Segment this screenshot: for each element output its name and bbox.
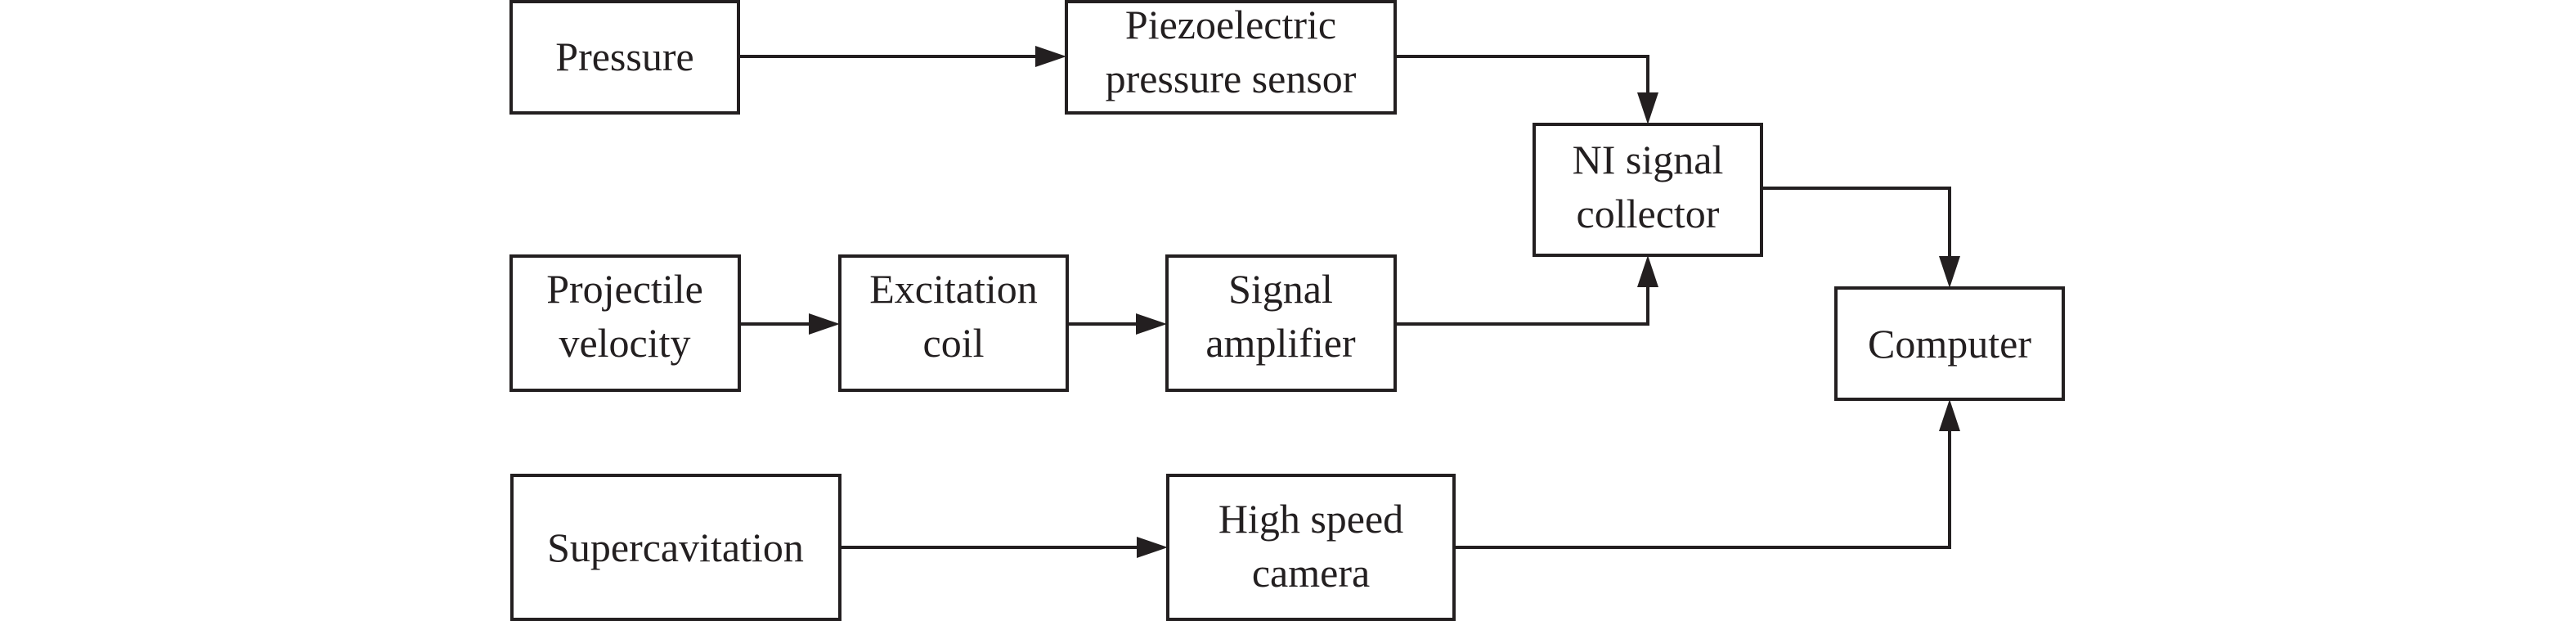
node-projectile-velocity: Projectile velocity [509,254,741,392]
edges [738,46,1960,558]
edge-piezo-to-ni [1395,55,1658,124]
node-high-speed-camera: High speed camera [1166,474,1456,621]
node-label-line2: collector [1577,191,1720,236]
node-label-line2: pressure sensor [1106,56,1357,101]
node-supercavitation: Supercavitation [510,474,841,621]
node-label-line1: Signal [1228,266,1333,312]
node-label: Supercavitation [547,524,804,570]
node-pressure: Pressure [509,0,740,115]
edge-amplifier-to-ni [1395,255,1658,326]
node-label: Pressure [555,34,693,79]
node-label-line2: velocity [559,320,690,366]
node-label-line1: High speed [1218,496,1403,542]
node-label-line1: NI signal [1573,137,1724,182]
edge-pressure-to-piezo [738,46,1066,67]
node-ni-signal-collector: NI signal collector [1533,123,1763,257]
node-excitation-coil: Excitation coil [838,254,1069,392]
node-label-line1: Projectile [546,266,703,312]
node-label-line2: amplifier [1205,320,1356,366]
edge-camera-to-computer [1454,399,1960,549]
node-piezoelectric-sensor: Piezoelectric pressure sensor [1065,0,1397,115]
node-label: Computer [1868,321,2031,367]
node-computer: Computer [1834,286,2065,401]
edge-ni-to-computer [1761,187,1960,288]
edge-supercav-to-camera [840,537,1168,558]
node-label-line1: Excitation [869,266,1038,312]
node-label-line1: Piezoelectric [1125,2,1336,47]
node-signal-amplifier: Signal amplifier [1165,254,1397,392]
edge-projectile-to-excitation [739,313,840,335]
node-label-line2: camera [1252,550,1370,596]
edge-excitation-to-amplifier [1067,313,1167,335]
node-label-line2: coil [923,320,985,366]
